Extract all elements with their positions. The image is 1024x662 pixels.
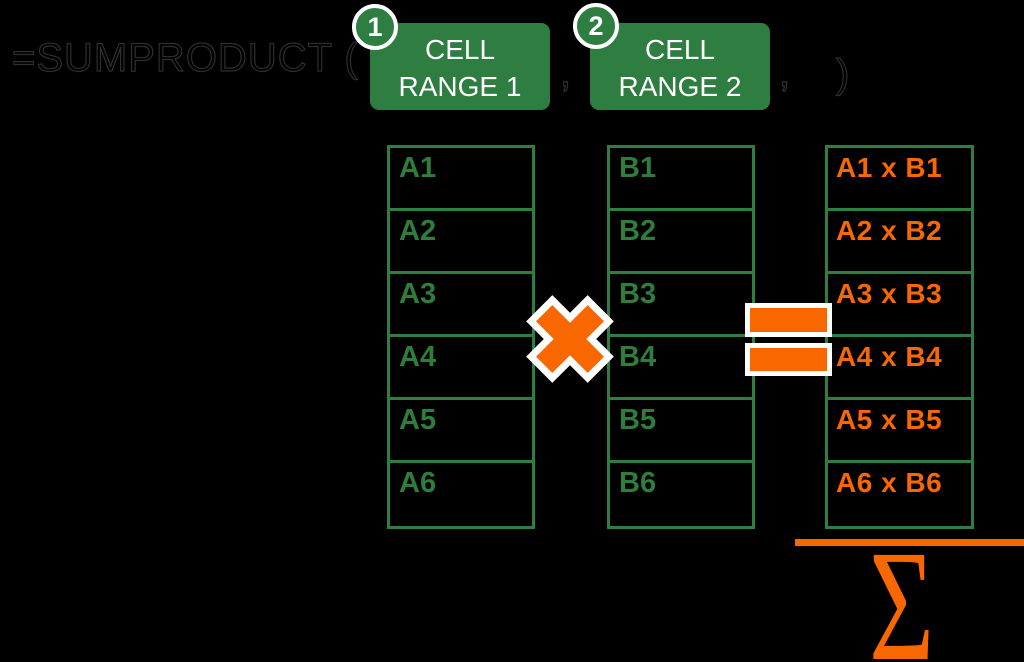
multiply-icon — [526, 295, 614, 383]
table-cell: A4 — [390, 337, 532, 400]
cell-range-2-box: CELL RANGE 2 — [590, 23, 770, 110]
badge-2-number: 2 — [588, 10, 604, 41]
table-cell: B1 — [610, 148, 752, 211]
range-2-column: B1 B2 B3 B4 B5 B6 — [607, 145, 755, 529]
argument-separator-2: , — [778, 50, 792, 95]
table-cell: B3 — [610, 274, 752, 337]
table-cell: A2 — [390, 211, 532, 274]
sigma-summation-icon: Σ — [869, 518, 935, 662]
table-cell: B4 — [610, 337, 752, 400]
badge-1-number: 1 — [367, 11, 383, 42]
sum-underline — [795, 539, 1024, 546]
table-cell: A6 x B6 — [836, 467, 943, 498]
cell-range-1-box: CELL RANGE 1 — [370, 23, 550, 110]
cell-range-2-line1: CELL — [644, 33, 716, 65]
table-cell: A5 — [390, 400, 532, 463]
argument-2-badge: 2 — [573, 3, 619, 49]
table-cell: B2 — [610, 211, 752, 274]
table-cell: A3 — [390, 274, 532, 337]
cell-range-1-line2: RANGE 1 — [398, 70, 522, 102]
table-cell: B5 — [610, 400, 752, 463]
table-cell: B6 — [619, 467, 657, 499]
table-cell: A3 x B3 — [828, 274, 971, 337]
range-1-column: A1 A2 A3 A4 A5 A6 — [387, 145, 535, 529]
table-cell: A5 x B5 — [828, 400, 971, 463]
formula-text: =SUMPRODUCT ( — [11, 35, 359, 80]
products-column: A1 x B1 A2 x B2 A3 x B3 A4 x B4 A5 x B5 … — [825, 145, 974, 529]
cell-range-2-line2: RANGE 2 — [618, 70, 742, 102]
table-cell: A1 — [390, 148, 532, 211]
closing-paren: ) — [835, 51, 851, 96]
table-cell: A6 — [399, 467, 437, 499]
table-cell: A4 x B4 — [828, 337, 971, 400]
equals-icon-bottom-bar — [745, 343, 832, 376]
table-cell: A2 x B2 — [828, 211, 971, 274]
argument-1-badge: 1 — [352, 4, 398, 50]
cell-range-1-line1: CELL — [424, 33, 496, 65]
argument-separator-1: , — [559, 50, 573, 95]
equals-icon-top-bar — [745, 303, 832, 337]
table-cell: A1 x B1 — [828, 148, 971, 211]
